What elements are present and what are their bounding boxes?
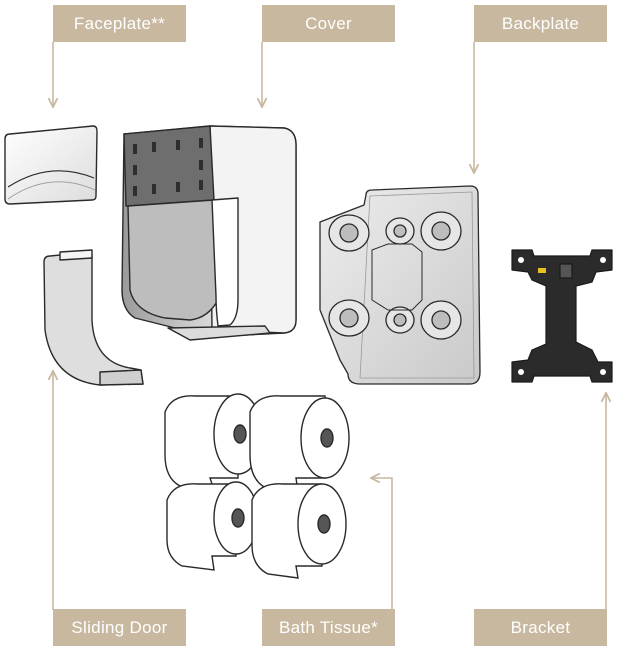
sliding-door-part [43,249,144,386]
tissue-roll [164,393,263,491]
backplate-label: Backplate [474,5,607,42]
cover-label: Cover [262,5,395,42]
tissue-roll [249,395,350,493]
cover-part [121,125,297,341]
tissue-roll [166,481,259,571]
bracket-screw-holes [518,257,606,375]
bath-tissue-rolls [164,393,350,579]
tissue-roll [251,483,347,579]
bath-tissue-label: Bath Tissue* [262,609,395,646]
leader-arrows [53,42,606,610]
faceplate-label: Faceplate** [53,5,186,42]
bath-tissue-arrow [372,478,393,610]
backplate-bosses [328,211,462,340]
sliding-door-label: Sliding Door [53,609,186,646]
faceplate-part [4,125,98,205]
cover-mounting-tabs [133,138,203,196]
bracket-latch [559,263,573,279]
bracket-indicator [538,268,546,273]
bracket-part [511,249,613,383]
backplate-part [319,185,481,385]
bracket-label: Bracket [474,609,607,646]
